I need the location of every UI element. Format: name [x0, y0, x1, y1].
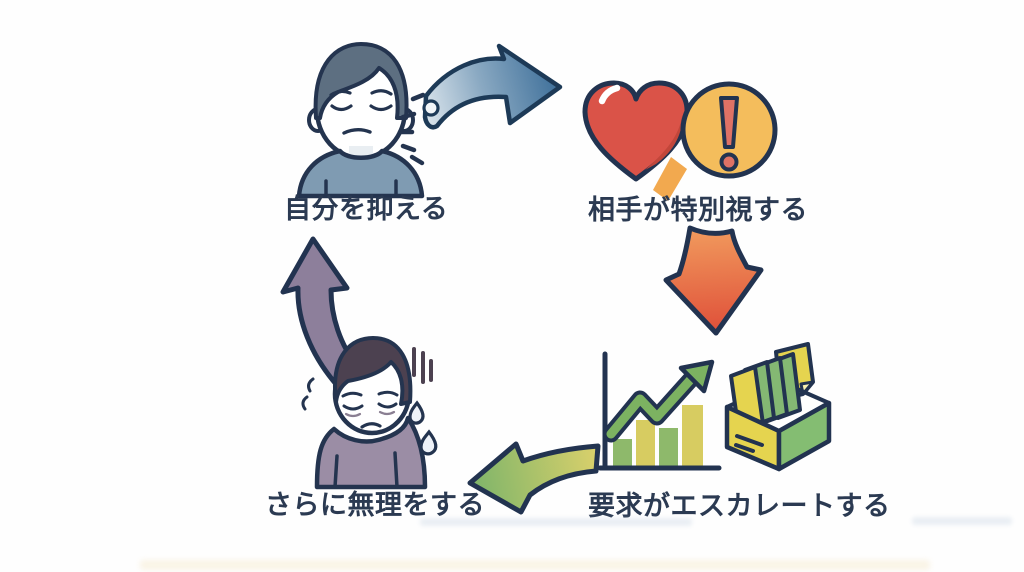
hair — [333, 336, 413, 406]
arrow-suppress-to-special — [422, 43, 563, 130]
exclamation-circle-icon — [680, 81, 778, 179]
step-label-seen-as-special: 相手が特別視する — [588, 195, 808, 225]
heart-icon — [582, 80, 690, 182]
step-label-push-harder: さらに無理をする — [265, 490, 485, 520]
step-label-demands-escalate: 要求がエスカレートする — [588, 491, 891, 521]
artifact-ghost-text-right — [912, 517, 1012, 525]
step-label-suppress-self: 自分を抑える — [284, 194, 449, 224]
sweat-drop-icon — [419, 429, 438, 456]
exhausted-person-icon — [301, 336, 438, 490]
arrow-escalate-to-overwork — [467, 441, 601, 515]
speech-suppressed-dashes-icon — [397, 92, 426, 166]
sweat-drop-icon — [408, 400, 425, 425]
arrow-special-to-escalate — [663, 225, 764, 336]
growth-chart-icon — [597, 351, 722, 471]
artifact-bottom-band — [140, 560, 930, 570]
folder-box-icon — [724, 342, 832, 472]
ribbon-icon — [653, 157, 687, 201]
suppressed-person-icon — [296, 42, 425, 199]
artifact-ghost-text-left — [420, 518, 692, 526]
stress-lines-icon — [412, 347, 433, 384]
